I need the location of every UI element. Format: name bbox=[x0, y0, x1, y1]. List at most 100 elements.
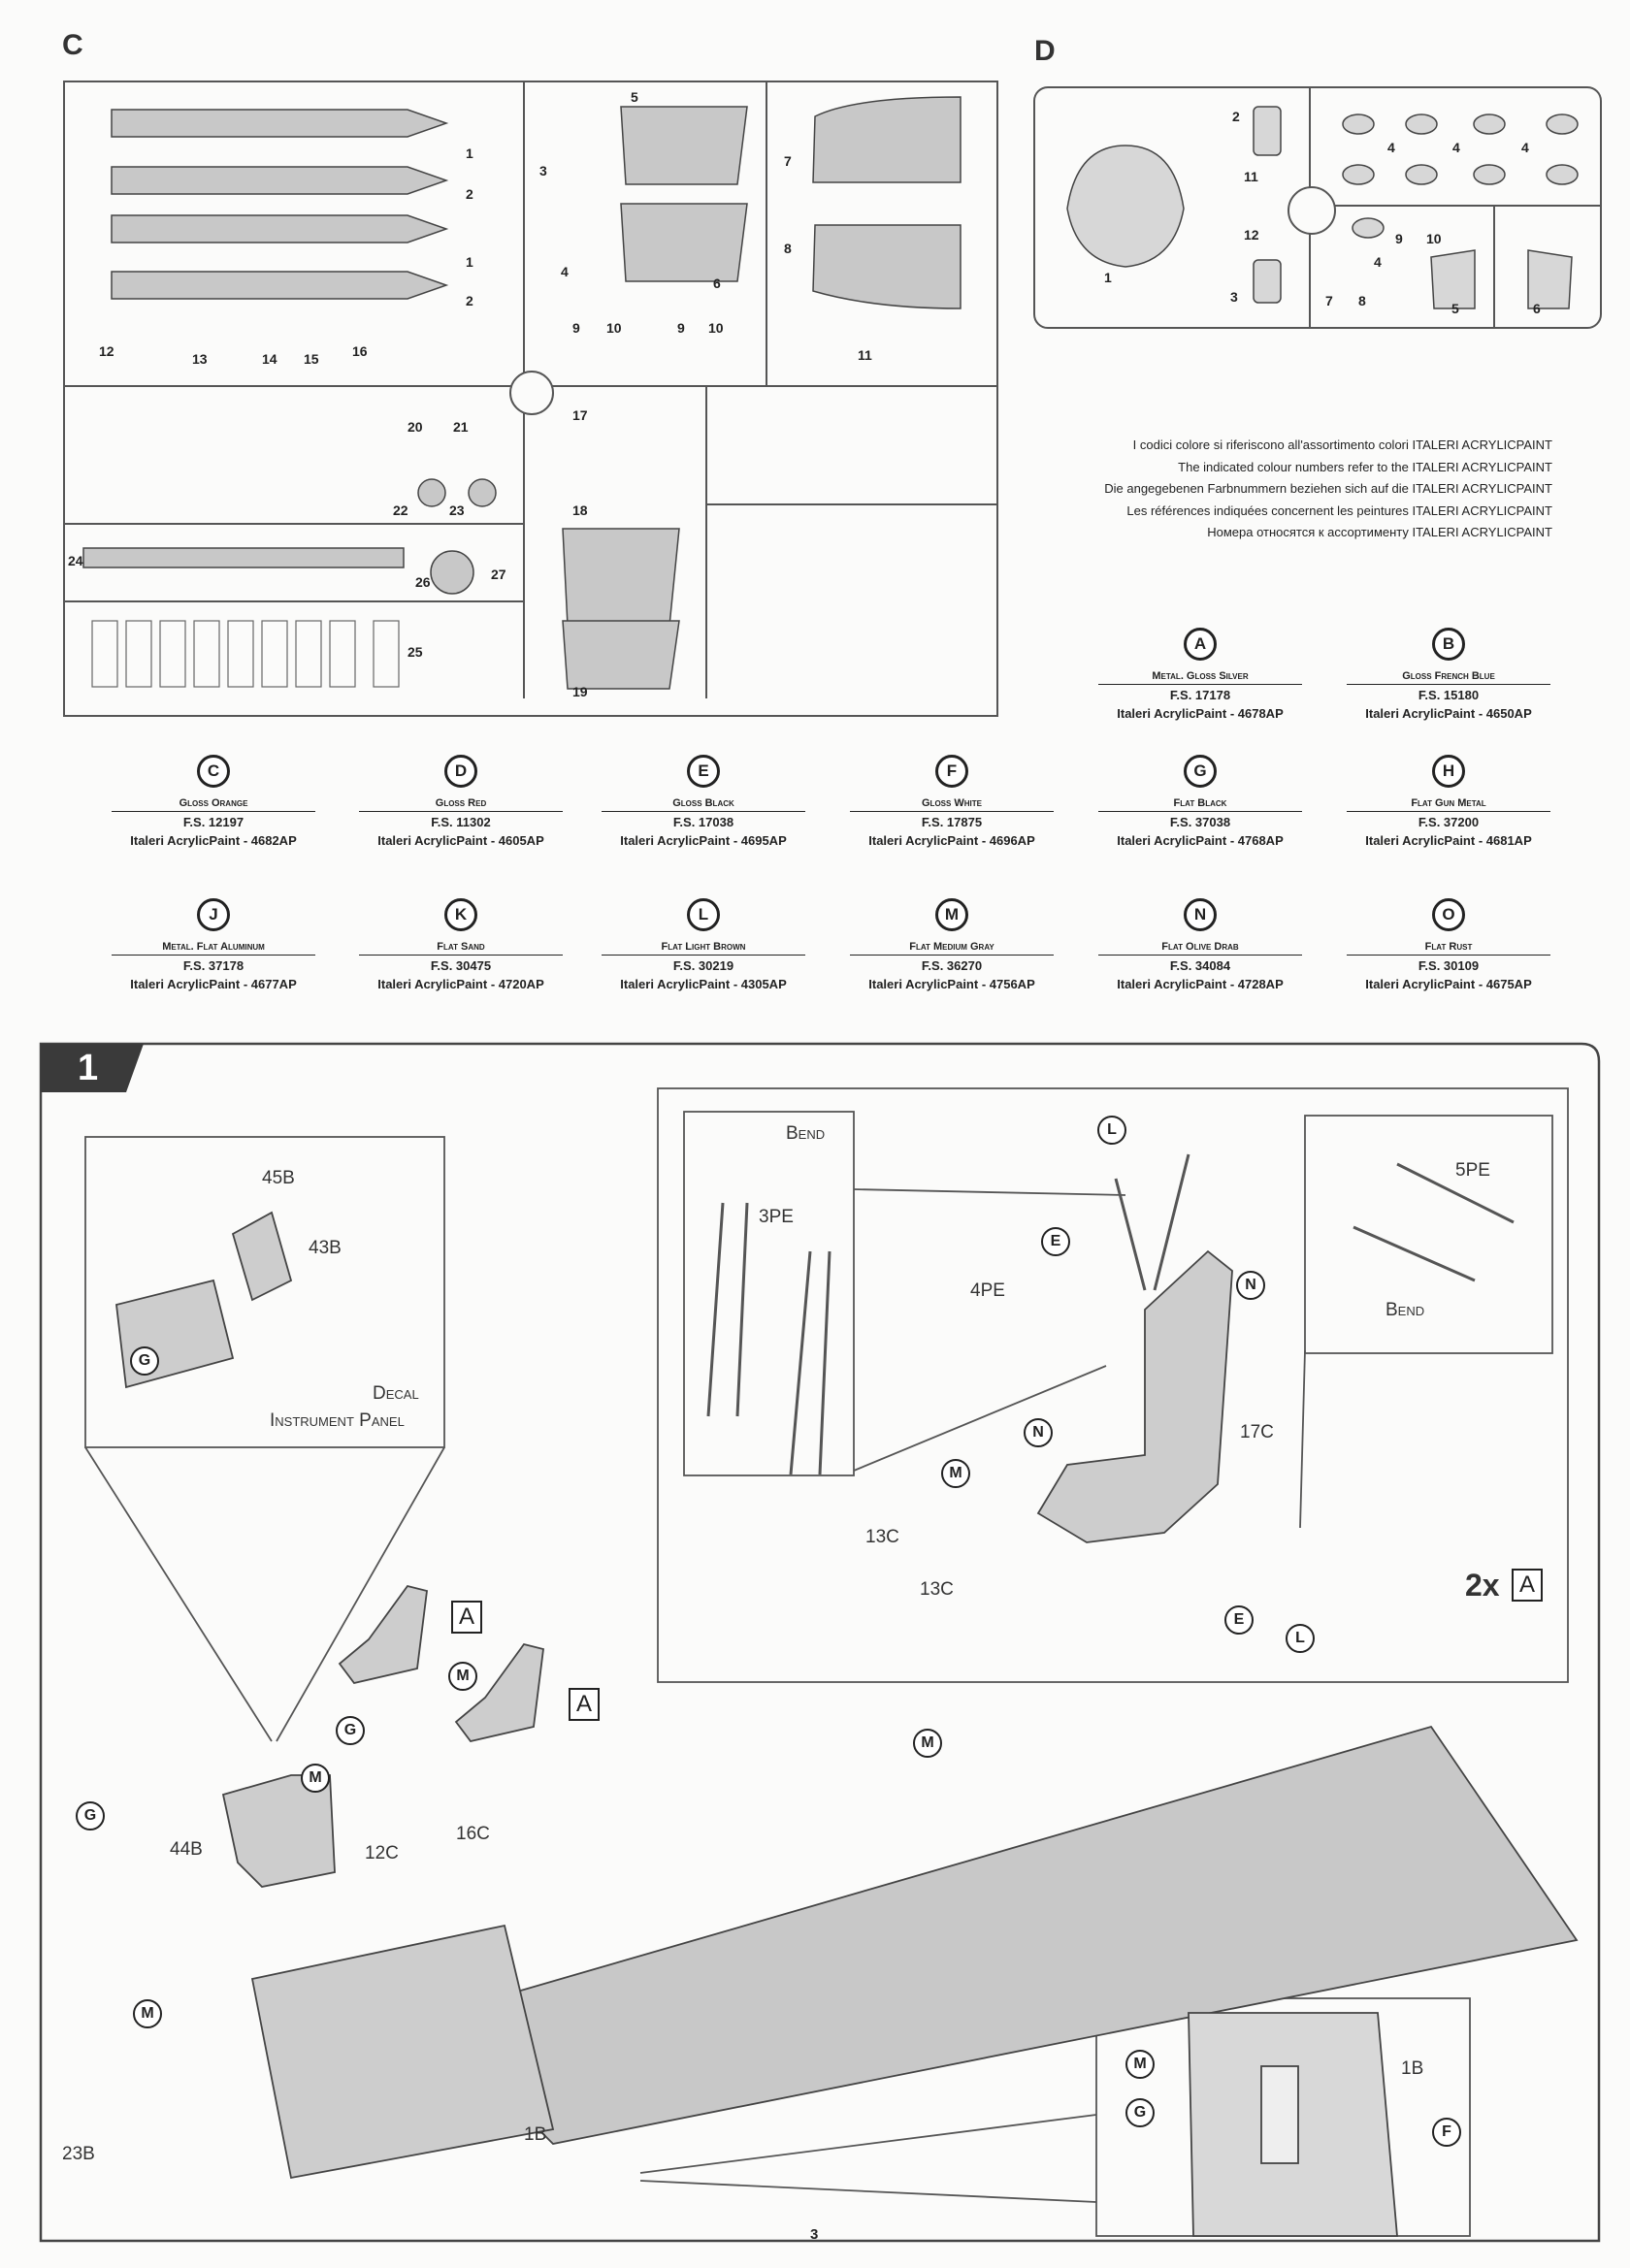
paint-fs: F.S. 37038 bbox=[1169, 815, 1231, 829]
sprue-d-parts bbox=[1066, 106, 1579, 309]
sprue-d-part-12: 12 bbox=[1244, 227, 1259, 243]
color-box-a-seat-2: A bbox=[569, 1688, 600, 1721]
sprue-c-part-24: 24 bbox=[68, 553, 83, 568]
sprue-c-part-5: 5 bbox=[631, 89, 638, 105]
sprue-d-part-4c: 4 bbox=[1521, 140, 1529, 155]
paint-name: Flat Olive Drab bbox=[1098, 937, 1302, 956]
sprue-d-part-1: 1 bbox=[1104, 270, 1112, 285]
part-43b: 43B bbox=[309, 1238, 342, 1258]
bend-label-2: Bend bbox=[1386, 1300, 1425, 1320]
paint-code: Italeri AcrylicPaint - 4682AP bbox=[130, 833, 297, 848]
sprue-c-part-2b: 2 bbox=[466, 293, 473, 308]
sprue-d-part-5: 5 bbox=[1451, 301, 1459, 316]
sprue-d-part-11: 11 bbox=[1244, 169, 1258, 184]
paint-letter: K bbox=[444, 898, 477, 931]
sprue-d-part-4a: 4 bbox=[1387, 140, 1395, 155]
sprue-c-letter: C bbox=[62, 29, 83, 61]
paint-fs: F.S. 37178 bbox=[182, 958, 244, 973]
callout-n-2: N bbox=[1024, 1418, 1053, 1447]
paint-code: Italeri AcrylicPaint - 4675AP bbox=[1365, 977, 1532, 991]
seat-detail-box bbox=[657, 1087, 1569, 1683]
colour-note-en: The indicated colour numbers refer to th… bbox=[1178, 459, 1552, 474]
sprue-c-part-15: 15 bbox=[304, 351, 319, 367]
sprue-c-part-10: 10 bbox=[606, 320, 622, 336]
paint-code: Italeri AcrylicPaint - 4650AP bbox=[1365, 706, 1532, 721]
part-1b-main: 1B bbox=[524, 2124, 547, 2145]
part-5pe: 5PE bbox=[1455, 1160, 1490, 1181]
sprue-c-part-7: 7 bbox=[784, 153, 792, 169]
sprue-d-part-7: 7 bbox=[1325, 293, 1333, 308]
part-44b: 44B bbox=[170, 1839, 203, 1860]
paint-name: Metal. Gloss Silver bbox=[1098, 666, 1302, 685]
part-23b: 23B bbox=[62, 2144, 95, 2164]
paint-code: Italeri AcrylicPaint - 4756AP bbox=[868, 977, 1035, 991]
sprue-c-part-4: 4 bbox=[561, 264, 569, 279]
paint-name: Flat Sand bbox=[359, 937, 563, 956]
paint-letter: N bbox=[1184, 898, 1217, 931]
sprue-d-part-6: 6 bbox=[1533, 301, 1541, 316]
part-17c: 17C bbox=[1240, 1422, 1274, 1442]
sprue-d-part-4d: 4 bbox=[1374, 254, 1382, 270]
color-box-a-seat-1: A bbox=[451, 1601, 482, 1634]
sprue-c-part-17: 17 bbox=[572, 407, 588, 423]
sprue-c-part-10b: 10 bbox=[708, 320, 724, 336]
part-3pe: 3PE bbox=[759, 1207, 794, 1227]
part-45b: 45B bbox=[262, 1168, 295, 1188]
callout-m-4: M bbox=[913, 1729, 942, 1758]
sprue-c-part-25: 25 bbox=[408, 644, 423, 660]
paint-letter: C bbox=[197, 755, 230, 788]
part-12c: 12C bbox=[365, 1843, 399, 1863]
sprue-d-part-10: 10 bbox=[1426, 231, 1442, 246]
sprue-c-part-23: 23 bbox=[449, 502, 465, 518]
paint-letter: D bbox=[444, 755, 477, 788]
paint-letter: J bbox=[197, 898, 230, 931]
sprue-c-part-3: 3 bbox=[539, 163, 547, 178]
paint-letter: F bbox=[935, 755, 968, 788]
sprue-d-part-8: 8 bbox=[1358, 293, 1366, 308]
paint-name: Gloss French Blue bbox=[1347, 666, 1550, 685]
sprue-c-part-8: 8 bbox=[784, 241, 792, 256]
sprue-c-part-1b: 1 bbox=[466, 254, 473, 270]
page-number: 3 bbox=[810, 2226, 819, 2243]
callout-n-1: N bbox=[1236, 1271, 1265, 1300]
callout-g-3: G bbox=[76, 1801, 105, 1831]
photo-etch-harness bbox=[706, 1153, 1515, 1475]
paint-name: Flat Gun Metal bbox=[1347, 794, 1550, 812]
part-4pe: 4PE bbox=[970, 1280, 1005, 1301]
assembly-parts bbox=[115, 1211, 1579, 2237]
callout-g-1: G bbox=[130, 1346, 159, 1376]
callout-m-1: M bbox=[941, 1459, 970, 1488]
sprue-d-frame bbox=[1033, 86, 1602, 329]
sprue-c-part-6: 6 bbox=[713, 275, 721, 291]
step-number: 1 bbox=[78, 1048, 99, 1088]
paint-fs: F.S. 17178 bbox=[1169, 688, 1231, 702]
paint-fs: F.S. 36270 bbox=[921, 958, 983, 973]
paint-code: Italeri AcrylicPaint - 4695AP bbox=[620, 833, 787, 848]
paint-fs: F.S. 30219 bbox=[672, 958, 734, 973]
sprue-c-frame bbox=[63, 81, 998, 717]
colour-note-fr: Les références indiquées concernent les … bbox=[1126, 502, 1552, 518]
callout-m-6: M bbox=[1125, 2050, 1155, 2079]
paint-code: Italeri AcrylicPaint - 4728AP bbox=[1117, 977, 1284, 991]
step1-frame bbox=[39, 1042, 1601, 2243]
color-box-a-detail: A bbox=[1512, 1569, 1543, 1602]
cockpit-detail-box bbox=[84, 1136, 445, 1448]
step-number-tab bbox=[41, 1044, 144, 1092]
sprue-c-part-27: 27 bbox=[491, 567, 506, 582]
paint-code: Italeri AcrylicPaint - 4768AP bbox=[1117, 833, 1284, 848]
paint-name: Metal. Flat Aluminum bbox=[112, 937, 315, 956]
sprue-c-part-26: 26 bbox=[415, 574, 431, 590]
paint-letter: A bbox=[1184, 628, 1217, 661]
bend-label-1: Bend bbox=[786, 1123, 826, 1144]
paint-code: Italeri AcrylicPaint - 4696AP bbox=[868, 833, 1035, 848]
